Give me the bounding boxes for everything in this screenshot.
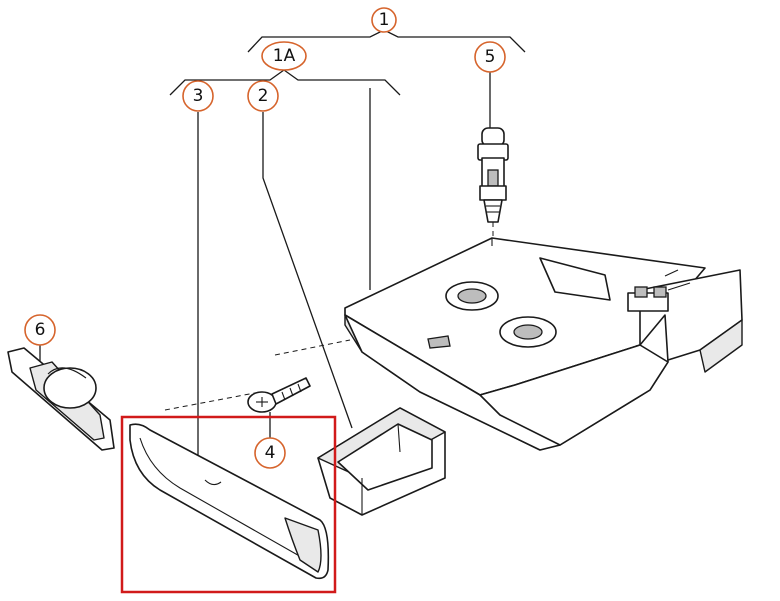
lamp-cover-part xyxy=(7,347,115,451)
callout-3-label: 3 xyxy=(193,86,204,106)
callout-1: 1 xyxy=(371,7,397,33)
callout-6: 6 xyxy=(24,314,56,346)
highlight-box xyxy=(120,415,337,594)
callout-3: 3 xyxy=(182,80,214,112)
callout-1-label: 1 xyxy=(379,10,390,30)
callout-2-label: 2 xyxy=(258,86,269,106)
bulb-holder xyxy=(477,127,509,223)
callout-4: 4 xyxy=(254,437,286,469)
callout-1a: 1A xyxy=(261,41,307,71)
callout-4-label: 4 xyxy=(265,443,276,463)
leader-2 xyxy=(262,112,353,429)
callout-5: 5 xyxy=(474,41,506,73)
assembly-line-lower xyxy=(164,391,261,411)
callout-1a-label: 1A xyxy=(273,46,296,66)
callout-6-label: 6 xyxy=(35,320,46,340)
ashtray-housing xyxy=(344,237,743,451)
screw xyxy=(247,377,311,413)
callout-5-label: 5 xyxy=(485,47,496,67)
assembly-line-upper xyxy=(274,339,351,356)
callout-2: 2 xyxy=(247,80,279,112)
cover-flap xyxy=(129,423,330,580)
ashtray-insert xyxy=(317,407,446,516)
